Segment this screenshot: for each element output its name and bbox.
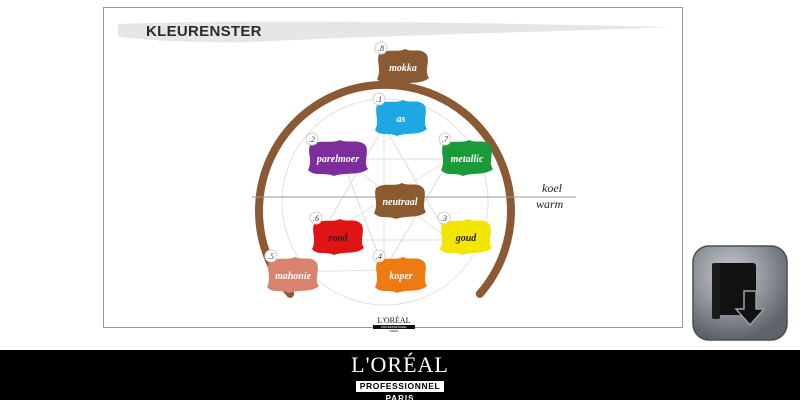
download-button[interactable]	[690, 243, 790, 343]
swatch-goud-number-badge	[437, 211, 451, 225]
swatch-koper-label: koper	[389, 271, 412, 282]
swatch-as: as .1	[372, 92, 427, 136]
swatch-mahonie-number-badge	[264, 249, 278, 263]
brand-name: L'ORÉAL	[351, 352, 449, 377]
swatch-as-number: .1	[376, 95, 382, 104]
swatch-goud: goud .3	[437, 211, 492, 255]
slide-logo-sub: PROFESSIONNEL	[373, 325, 415, 329]
slide-panel: KLEURENSTER koel warm mokka .8 as .1 parelmo…	[103, 7, 683, 333]
slide-logo-name: L'ORÉAL	[377, 316, 411, 325]
brand-city: PARIS	[385, 394, 415, 403]
brand-sub: PROFESSIONNEL	[355, 381, 445, 392]
swatch-metallic-number: .7	[442, 135, 449, 144]
swatch-layer: mokka .8 as .1 parelmoer .2 metallic .7 neutraal…	[264, 41, 493, 293]
swatch-as-shape	[375, 100, 427, 136]
swatch-parelmoer: parelmoer .2	[305, 132, 368, 176]
swatch-mahonie: mahonie .5	[264, 249, 319, 293]
swatch-goud-shape	[440, 219, 492, 255]
outer-ring	[255, 80, 515, 298]
swatch-as-label: as	[397, 114, 406, 125]
swatch-as-number-badge	[372, 92, 386, 106]
swatch-mokka-number-badge	[374, 41, 388, 55]
swatch-rood-label: rood	[329, 233, 349, 244]
swatch-koper-shape	[375, 257, 427, 293]
swatch-koper-number-badge	[372, 249, 386, 263]
swatch-rood-shape	[312, 219, 364, 255]
title-brush-band	[118, 21, 670, 43]
slide-logo-city: PARIS	[389, 329, 399, 333]
swatch-mokka: mokka .8	[374, 41, 429, 85]
swatch-koper-number: .4	[376, 252, 382, 261]
swatch-parelmoer-number-badge	[305, 132, 319, 146]
slide-title: KLEURENSTER	[146, 23, 262, 40]
swatch-mahonie-number: .5	[268, 252, 274, 261]
swatch-mokka-label: mokka	[389, 63, 417, 74]
swatch-rood-number: .6	[313, 214, 319, 223]
swatch-mokka-shape	[377, 49, 429, 85]
swatch-goud-number: .3	[441, 214, 447, 223]
swatch-koper: koper .4	[372, 249, 427, 293]
swatch-metallic-number-badge	[438, 132, 452, 146]
swatch-parelmoer-shape	[308, 140, 368, 176]
swatch-metallic-shape	[441, 140, 493, 176]
swatch-neutraal: neutraal	[374, 183, 426, 219]
swatch-neutraal-shape	[374, 183, 426, 219]
swatch-parelmoer-number: .2	[309, 135, 315, 144]
swatch-rood-number-badge	[309, 211, 323, 225]
swatch-neutraal-label: neutraal	[382, 197, 417, 208]
slide-logo: L'ORÉAL PROFESSIONNEL PARIS	[369, 317, 419, 333]
swatch-mahonie-shape	[267, 257, 319, 293]
swatch-mahonie-label: mahonie	[275, 271, 312, 282]
swatch-goud-label: goud	[455, 233, 478, 244]
swatch-parelmoer-label: parelmoer	[316, 154, 359, 165]
swatch-metallic-label: metallic	[451, 154, 484, 165]
axis-label-warm: warm	[536, 197, 564, 211]
axis-label-koel: koel	[542, 181, 563, 195]
swatch-mokka-number: .8	[378, 44, 384, 53]
download-book-icon	[712, 263, 766, 327]
brand-logo: L'ORÉAL PROFESSIONNEL PARIS	[330, 354, 470, 404]
swatch-rood: rood .6	[309, 211, 364, 255]
swatch-metallic: metallic .7	[438, 132, 493, 176]
color-star-wheel: koel warm mokka .8 as .1 parelmoer .2 metallic…	[252, 41, 576, 306]
